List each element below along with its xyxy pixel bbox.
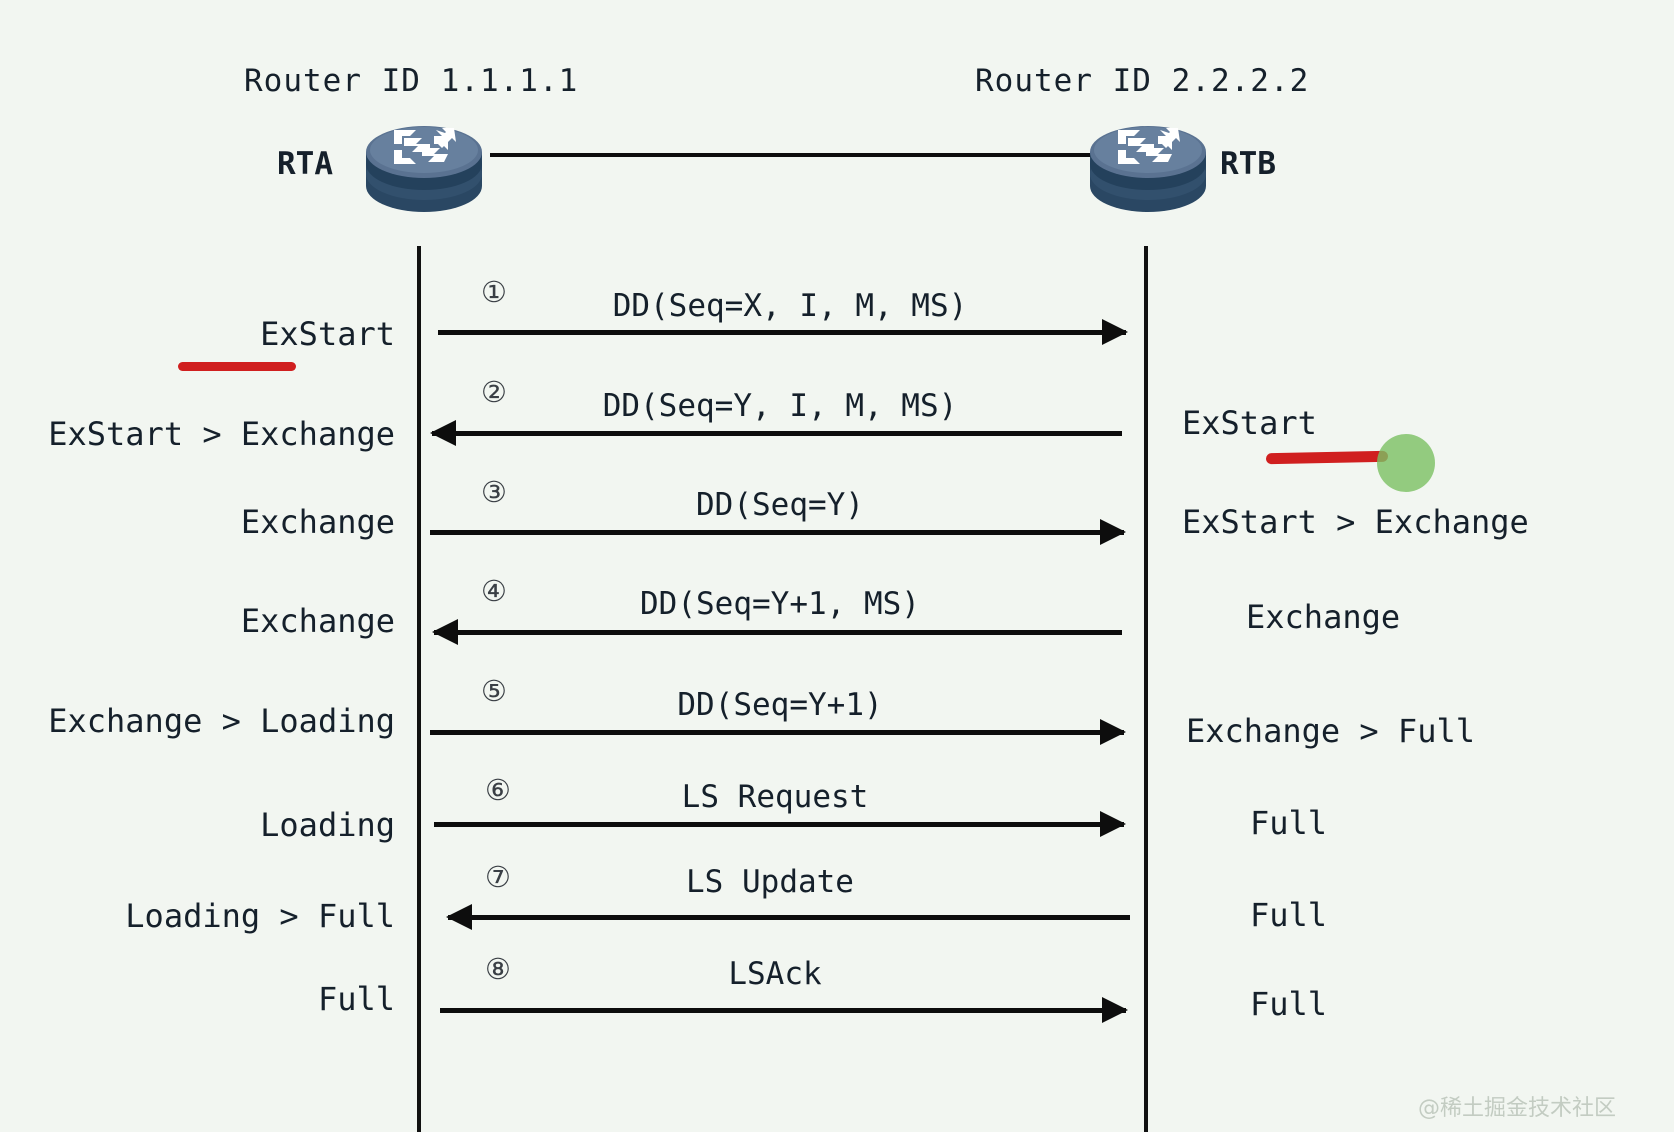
arrowhead-right-icon: [1102, 319, 1128, 345]
arrow-shaft: [430, 530, 1124, 535]
state-label-rtb: ExStart: [1182, 404, 1317, 442]
message-label: DD(Seq=Y+1, MS): [640, 586, 920, 622]
arrowhead-left-icon: [432, 619, 458, 645]
router-b-id-label: Router ID 2.2.2.2: [975, 63, 1310, 99]
cursor-highlight: [1377, 434, 1435, 492]
router-icon: [1084, 108, 1212, 216]
arrow-shaft: [438, 330, 1126, 335]
message-number: ⑦: [485, 860, 511, 894]
message-number: ⑥: [485, 773, 511, 807]
state-label-rta: ExStart: [260, 315, 395, 353]
message-label: DD(Seq=X, I, M, MS): [612, 288, 968, 324]
message-label: LS Update: [686, 864, 854, 900]
router-link-line: [490, 153, 1090, 157]
message-label: LS Request: [681, 779, 869, 815]
arrow-shaft: [432, 431, 1122, 436]
message-number: ⑧: [485, 952, 511, 986]
message-arrow: [430, 420, 1122, 446]
router-a-name-label: RTA: [277, 146, 333, 182]
message-arrow: [430, 519, 1126, 545]
state-label-rta: Exchange: [240, 602, 395, 640]
state-label-rta: Exchange: [240, 503, 395, 541]
arrowhead-right-icon: [1100, 719, 1126, 745]
arrow-shaft: [434, 822, 1124, 827]
message-arrow: [438, 319, 1128, 345]
message-number: ②: [481, 375, 507, 409]
arrowhead-right-icon: [1100, 519, 1126, 545]
message-number: ⑤: [481, 674, 507, 708]
arrow-shaft: [440, 1008, 1126, 1013]
message-number: ③: [481, 475, 507, 509]
message-label: DD(Seq=Y, I, M, MS): [602, 388, 958, 424]
arrow-shaft: [430, 730, 1124, 735]
message-number: ①: [481, 275, 507, 309]
message-arrow: [434, 811, 1126, 837]
annotation-underline-red: [1265, 450, 1389, 465]
message-arrow: [446, 904, 1130, 930]
message-label: DD(Seq=Y+1): [677, 687, 883, 723]
arrow-shaft: [448, 915, 1130, 920]
state-label-rtb: Exchange: [1246, 598, 1401, 636]
message-number: ④: [481, 574, 507, 608]
state-label-rtb: Exchange > Full: [1186, 712, 1475, 750]
state-label-rtb: ExStart > Exchange: [1182, 503, 1529, 541]
arrow-shaft: [434, 630, 1122, 635]
state-label-rta: Loading > Full: [125, 897, 395, 935]
message-label: LSAck: [728, 956, 822, 992]
router-icon: [360, 108, 488, 216]
state-label-rtb: Full: [1250, 985, 1328, 1023]
arrowhead-right-icon: [1102, 997, 1128, 1023]
message-arrow: [440, 997, 1128, 1023]
state-label-rta: ExStart > Exchange: [48, 415, 395, 453]
message-arrow: [432, 619, 1122, 645]
router-a-id-label: Router ID 1.1.1.1: [244, 63, 579, 99]
message-label: DD(Seq=Y): [696, 487, 864, 523]
state-label-rtb: Full: [1250, 804, 1328, 842]
state-label-rta: Full: [317, 980, 395, 1018]
arrowhead-left-icon: [430, 420, 456, 446]
arrowhead-left-icon: [446, 904, 472, 930]
state-label-rta: Loading: [260, 806, 395, 844]
annotation-underline-red: [178, 362, 296, 371]
state-label-rta: Exchange > Loading: [48, 702, 395, 740]
router-b-name-label: RTB: [1220, 146, 1276, 182]
state-label-rtb: Full: [1250, 896, 1328, 934]
message-arrow: [430, 719, 1126, 745]
lifeline-rta: [417, 246, 421, 1132]
arrowhead-right-icon: [1100, 811, 1126, 837]
watermark: @稀土掘金技术社区: [1418, 1096, 1617, 1121]
lifeline-rtb: [1144, 246, 1148, 1132]
